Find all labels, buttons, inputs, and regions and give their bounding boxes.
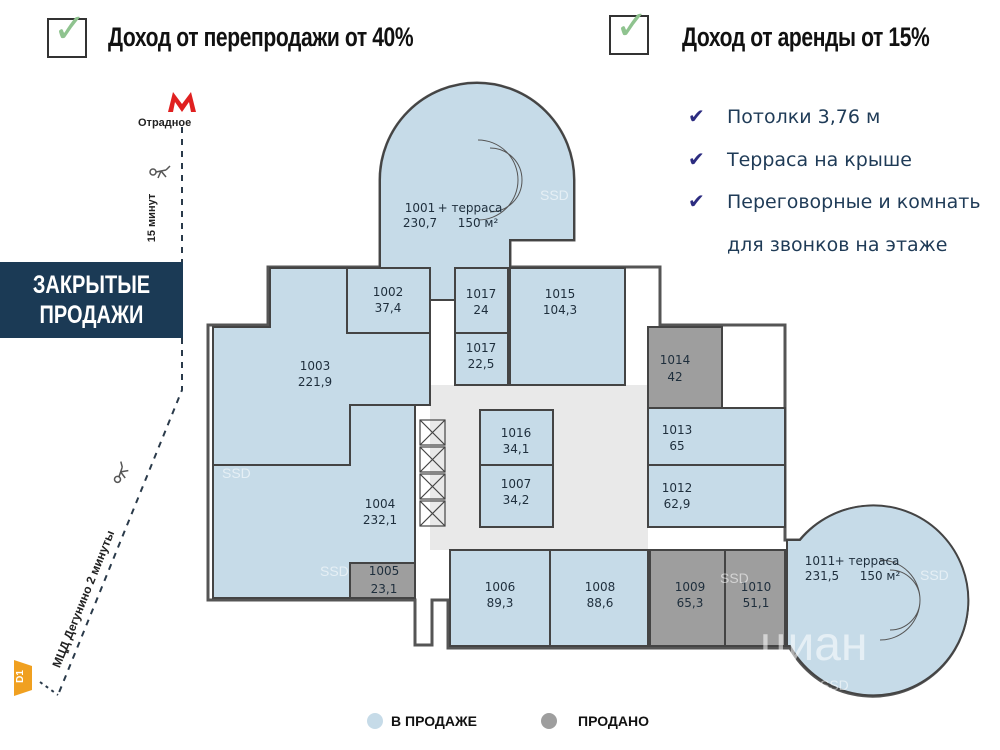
svg-text:88,6: 88,6 [587,596,614,610]
svg-text:34,2: 34,2 [503,493,530,507]
svg-text:1014: 1014 [660,353,691,367]
svg-text:1016: 1016 [501,426,532,440]
svg-text:SSD: SSD [920,567,949,583]
svg-text:1010: 1010 [741,580,772,594]
banner-line2: ПРОДАЖИ [39,301,144,329]
svg-text:150 м²: 150 м² [860,569,901,583]
spiral-staircase-icon [477,139,921,641]
svg-text:65,3: 65,3 [677,596,704,610]
checkmark-icon: ✔ [688,189,705,213]
room-1015[interactable] [509,267,626,386]
metro-m-icon [168,92,196,112]
svg-text:1015: 1015 [545,287,576,301]
check-icon: ✓ [615,3,649,49]
legend-for-sale: В ПРОДАЖЕ [391,713,477,729]
mcd-d1-badge [14,660,32,696]
watermarks: SSD SSD SSD SSD SSD SSD циан [222,187,949,693]
svg-text:22,5: 22,5 [468,357,495,371]
svg-text:232,1: 232,1 [363,513,397,527]
svg-text:51,1: 51,1 [743,596,770,610]
svg-text:+ терраса: + терраса [438,201,503,215]
room-1011[interactable] [786,504,970,697]
svg-text:1011: 1011 [805,554,836,568]
room-1012[interactable] [647,464,786,528]
svg-text:104,3: 104,3 [543,303,577,317]
checkmark-icon: ✔ [688,147,705,171]
room-1017[interactable] [454,267,509,334]
feature-terrace: Терраса на крыше [727,149,912,171]
checkbox-resale: ✓ [47,6,87,58]
checkmark-icon: ✔ [688,104,705,128]
metro-station-label: Отрадное [138,117,192,129]
room-1007[interactable] [479,464,554,528]
svg-text:24: 24 [473,303,488,317]
svg-text:1006: 1006 [485,580,516,594]
legend-dot-sold [541,713,557,729]
svg-text:89,3: 89,3 [487,596,514,610]
svg-text:1009: 1009 [675,580,706,594]
svg-text:23,1: 23,1 [371,582,398,596]
svg-text:циан: циан [760,618,868,671]
room-1006[interactable] [449,549,551,647]
headline-rent: Доход от аренды от 15% [682,22,930,52]
room-labels: 1001 230,7 + терраса 150 м² 1002 37,4 10… [298,201,901,610]
room-1016[interactable] [479,409,554,466]
elevator-shafts [419,419,446,527]
svg-text:+ терраса: + терраса [835,554,900,568]
room-1009[interactable] [649,549,726,647]
svg-text:1012: 1012 [662,481,693,495]
walking-person-icon [149,165,171,179]
svg-text:SSD: SSD [720,570,749,586]
room-1001[interactable] [379,82,575,301]
room-1014[interactable] [647,326,723,409]
svg-text:65: 65 [669,439,684,453]
svg-text:1008: 1008 [585,580,616,594]
svg-text:230,7: 230,7 [403,216,437,230]
svg-text:62,9: 62,9 [664,497,691,511]
checkbox-rent: ✓ [609,3,649,55]
svg-text:1001: 1001 [405,201,436,215]
svg-text:37,4: 37,4 [375,301,402,315]
svg-text:1005: 1005 [369,564,400,578]
legend-dot-for-sale [367,713,383,729]
banner-line1: ЗАКРЫТЫЕ [32,271,151,299]
route-dashed-line [57,127,183,696]
svg-text:SSD: SSD [540,187,569,203]
room-1008[interactable] [549,549,649,647]
svg-text:42: 42 [667,370,682,384]
svg-text:34,1: 34,1 [503,442,530,456]
svg-text:221,9: 221,9 [298,375,332,389]
headline-resale: Доход от перепродажи от 40% [108,22,414,52]
room-1010[interactable] [724,549,786,647]
svg-text:SSD: SSD [222,465,251,481]
closed-sales-banner: ЗАКРЫТЫЕ ПРОДАЖИ [0,262,183,338]
legend-sold: ПРОДАНО [578,713,650,729]
svg-text:1017: 1017 [466,341,497,355]
walking-person-icon [113,461,129,484]
room-1013[interactable] [647,407,786,466]
svg-text:150 м²: 150 м² [458,216,499,230]
svg-text:SSD: SSD [320,563,349,579]
svg-text:SSD: SSD [820,677,849,693]
feature-meeting-rooms-cont: для звонков на этаже [727,234,948,256]
svg-text:1013: 1013 [662,423,693,437]
feature-ceilings: Потолки 3,76 м [727,106,881,128]
svg-text:1003: 1003 [300,359,331,373]
svg-text:1002: 1002 [373,285,404,299]
svg-text:1017: 1017 [466,287,497,301]
check-icon: ✓ [53,6,87,52]
svg-text:1004: 1004 [365,497,396,511]
room-1017b[interactable] [454,332,509,386]
feature-meeting-rooms: Переговорные и комнать [727,191,981,213]
room-1005[interactable] [349,562,416,599]
svg-text:1007: 1007 [501,477,532,491]
svg-text:231,5: 231,5 [805,569,839,583]
